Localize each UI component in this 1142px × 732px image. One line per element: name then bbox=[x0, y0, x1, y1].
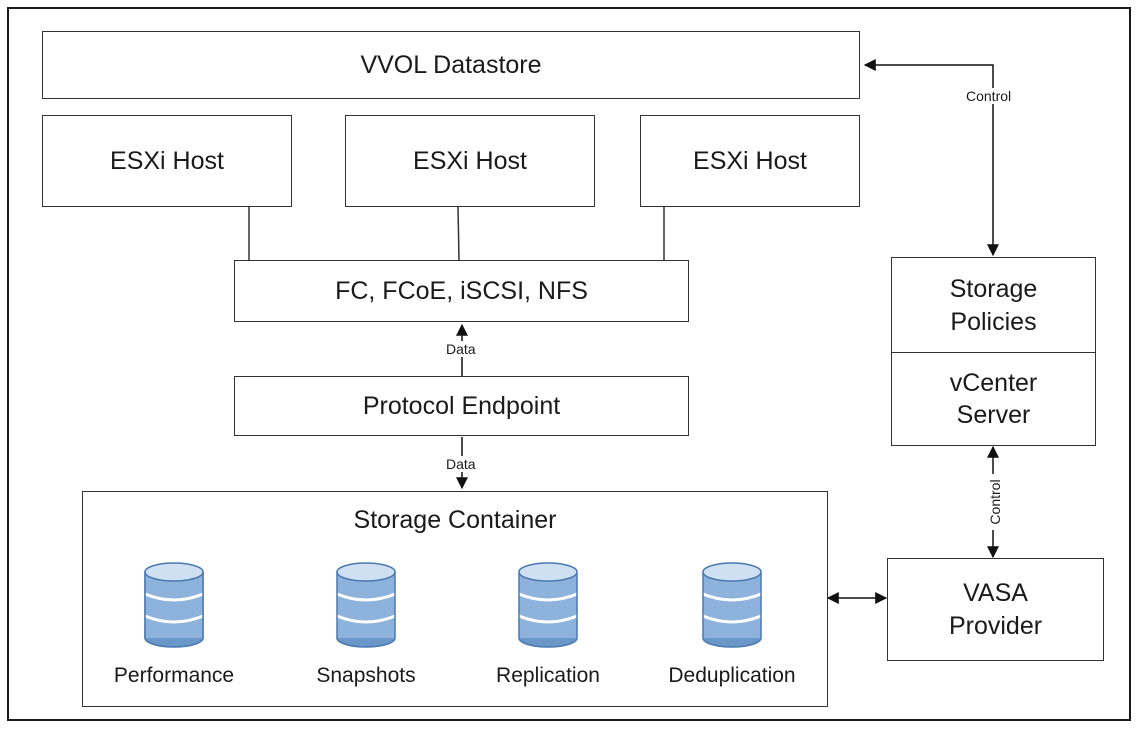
capability-label: Replication bbox=[496, 664, 600, 687]
vvol-datastore: VVOL Datastore bbox=[42, 31, 860, 99]
protocols-label: FC, FCoE, iSCSI, NFS bbox=[335, 276, 588, 305]
esxi-host-3: ESXi Host bbox=[640, 115, 860, 207]
protocols-box: FC, FCoE, iSCSI, NFS bbox=[234, 260, 689, 322]
control-arrow-top bbox=[863, 59, 999, 257]
esxi-host-1: ESXi Host bbox=[42, 115, 292, 207]
database-icon bbox=[144, 562, 204, 648]
esxi-host-2: ESXi Host bbox=[345, 115, 595, 207]
database-icon bbox=[336, 562, 396, 648]
control-label-side: Control bbox=[987, 474, 1003, 530]
capability-label: Performance bbox=[113, 664, 235, 687]
vvol-datastore-label: VVOL Datastore bbox=[360, 50, 542, 79]
control-label-top: Control bbox=[964, 88, 1014, 104]
database-icon bbox=[518, 562, 578, 648]
capability-label: Deduplication bbox=[668, 664, 796, 687]
capability-performance: Performance bbox=[89, 562, 259, 689]
vasa-provider-label: VASA Provider bbox=[948, 579, 1043, 640]
esxi-host-1-label: ESXi Host bbox=[110, 146, 224, 175]
esxi-host-2-label: ESXi Host bbox=[413, 146, 527, 175]
storage-container: Storage Container Performance Snapshots bbox=[82, 491, 828, 707]
protocol-endpoint-label: Protocol Endpoint bbox=[362, 391, 561, 420]
vcenter-server-label: vCenter Server bbox=[949, 368, 1038, 430]
vasa-provider: VASA Provider bbox=[887, 558, 1104, 661]
host2-link bbox=[457, 205, 460, 261]
database-icon bbox=[702, 562, 762, 648]
storage-policies-label: Storage Policies bbox=[949, 275, 1038, 336]
capability-deduplication: Deduplication bbox=[647, 562, 817, 689]
esxi-host-3-label: ESXi Host bbox=[693, 146, 807, 175]
storage-policies: Storage Policies bbox=[891, 257, 1096, 354]
diagram-frame bbox=[7, 7, 1131, 721]
protocol-endpoint: Protocol Endpoint bbox=[234, 376, 689, 436]
vcenter-server: vCenter Server bbox=[891, 352, 1096, 446]
capability-replication: Replication bbox=[463, 562, 633, 689]
capability-snapshots: Snapshots bbox=[281, 562, 451, 689]
storage-container-title: Storage Container bbox=[353, 506, 557, 534]
capability-label: Snapshots bbox=[316, 664, 416, 687]
data-label-upper: Data bbox=[444, 341, 478, 357]
data-label-lower: Data bbox=[444, 456, 478, 472]
